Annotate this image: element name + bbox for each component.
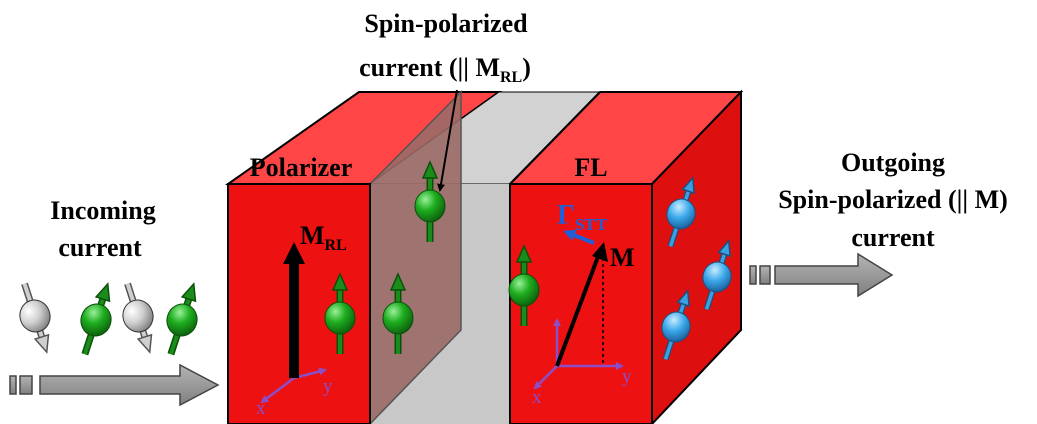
fl-axes bbox=[533, 258, 624, 390]
polarizer-axis-y-label: y bbox=[323, 376, 333, 397]
m-rl-main: M bbox=[300, 221, 325, 250]
fl-axis-x-label: x bbox=[532, 387, 542, 408]
spin-up-green-icon bbox=[414, 160, 446, 242]
spin-polarized-prefix: current (|| M bbox=[359, 53, 500, 82]
outgoing-label-line2: Spin-polarized (|| M) bbox=[778, 185, 1008, 214]
polarizer-axis-x-label: x bbox=[256, 398, 266, 419]
label-pointer bbox=[437, 89, 458, 192]
spin-polarized-suffix: ) bbox=[522, 53, 531, 82]
current-arrow-icon bbox=[749, 252, 894, 298]
torque-main: Γ bbox=[557, 200, 575, 231]
spin-blue-icon bbox=[666, 176, 696, 248]
incoming-label-line1: Incoming bbox=[50, 196, 155, 225]
fl-axis-y-label: y bbox=[622, 366, 632, 387]
spin-up-green-icon bbox=[508, 244, 540, 326]
m-rl-arrow bbox=[283, 242, 305, 378]
m-arrow bbox=[555, 242, 608, 367]
spin-polarized-sub: RL bbox=[500, 69, 522, 86]
polarizer-label: Polarizer bbox=[250, 153, 353, 182]
spin-blue-icon bbox=[702, 239, 732, 311]
current-arrow-icon bbox=[9, 363, 220, 407]
spin-polarized-label-line1: Spin-polarized bbox=[364, 9, 528, 38]
fl-label: FL bbox=[574, 153, 607, 182]
torque-label: ΓSTT bbox=[557, 200, 608, 234]
spacer-inner-face bbox=[461, 184, 510, 424]
outgoing-label-line1: Outgoing bbox=[841, 148, 945, 177]
spin-down-gray-icon bbox=[19, 282, 51, 354]
spin-up-green-icon bbox=[324, 272, 356, 354]
m-rl-sub: RL bbox=[325, 237, 347, 254]
spin-polarized-label-line2: current (|| MRL) bbox=[359, 53, 531, 86]
m-rl-label: MRL bbox=[300, 221, 347, 254]
torque-arrow bbox=[563, 229, 595, 245]
spin-up-green-icon bbox=[80, 282, 112, 356]
spin-blue-icon bbox=[661, 289, 691, 361]
torque-sub: STT bbox=[575, 215, 608, 234]
spin-down-gray-icon bbox=[122, 282, 154, 354]
spin-up-green-icon bbox=[382, 272, 414, 354]
outgoing-label-line3: current bbox=[851, 223, 935, 252]
m-label: M bbox=[610, 243, 635, 272]
incoming-label-line2: current bbox=[58, 233, 142, 262]
spin-up-green-icon bbox=[166, 282, 198, 356]
